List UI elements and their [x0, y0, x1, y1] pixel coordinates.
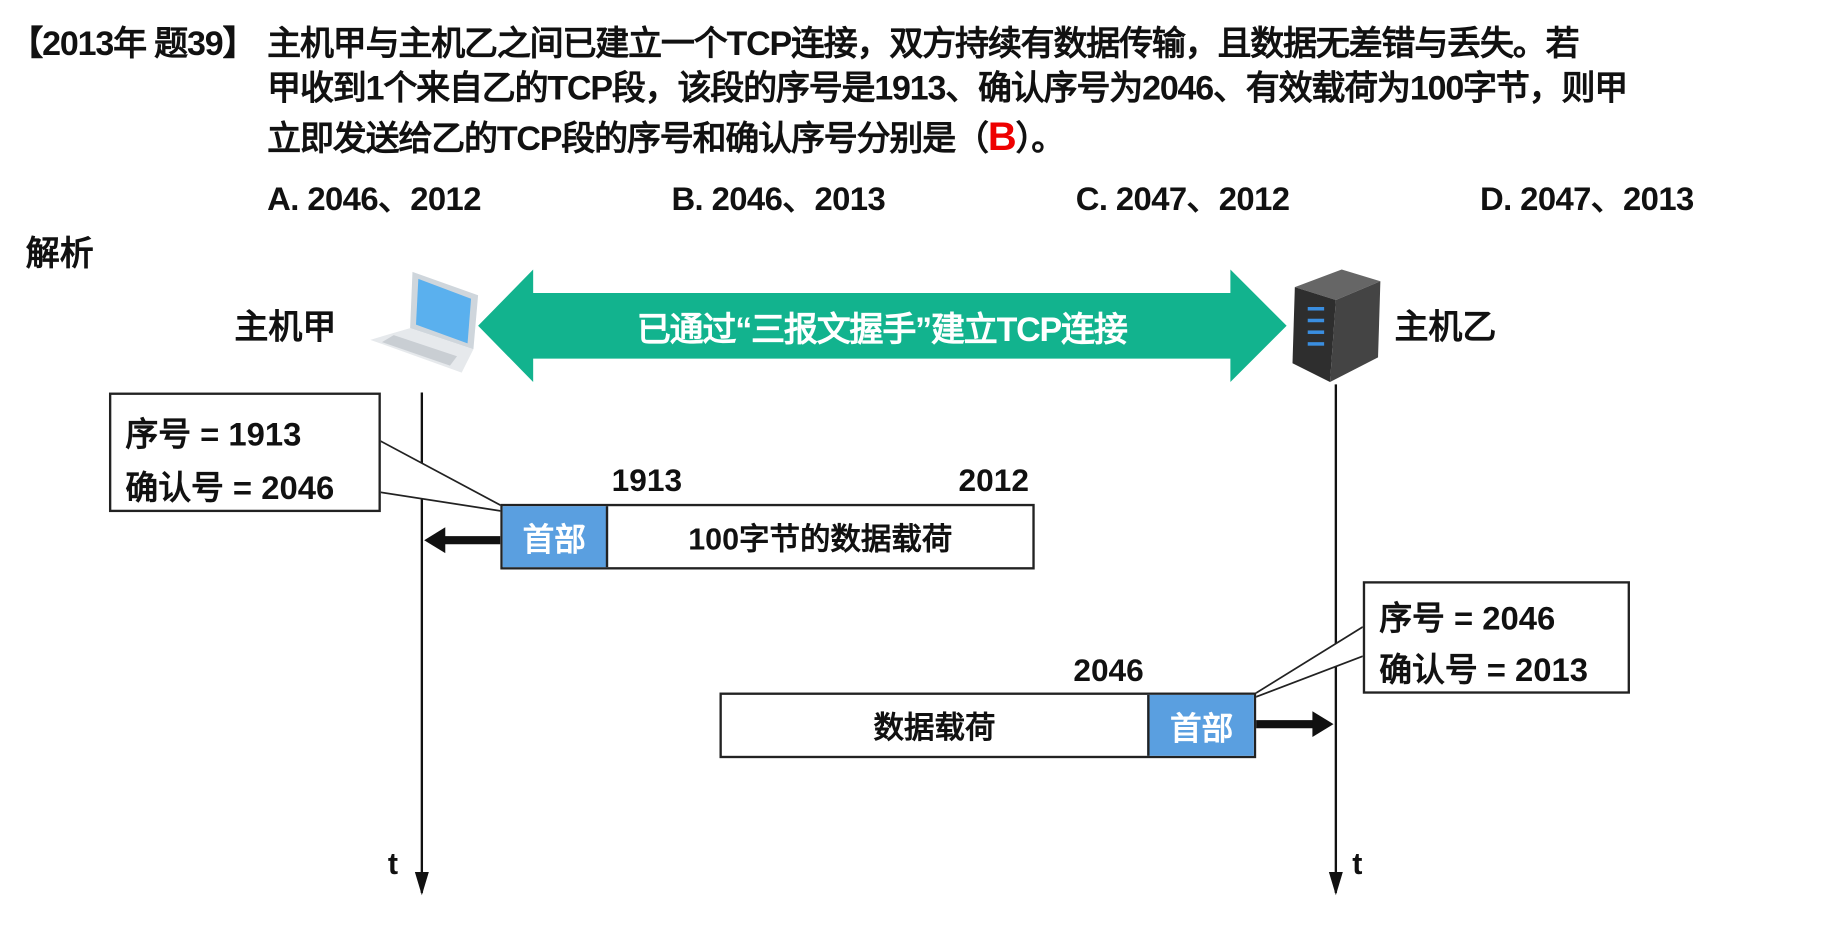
option-b: B. 2046、2013 [671, 180, 886, 217]
time-label-b: t [1352, 846, 1363, 882]
segment-2-ack: 确认号 = 2013 [1379, 651, 1589, 688]
handshake-double-arrow [478, 269, 1287, 383]
host-b-label: 主机乙 [1394, 309, 1497, 347]
option-d: D. 2047、2013 [1479, 180, 1694, 217]
option-c: C. 2047、2012 [1075, 180, 1290, 217]
segment-2: 数据载荷 首部 [719, 692, 1257, 759]
laptop-icon [370, 271, 479, 373]
time-label-a: t [387, 846, 399, 882]
callout-1-pointer [379, 439, 517, 515]
question-tag: 【2013年 题39】 [9, 25, 256, 64]
handshake-label: 已通过“三报文握手”建立TCP连接 [636, 311, 1128, 350]
analysis-heading: 解析 [25, 235, 94, 274]
question-line-3-pre: 立即发送给乙的TCP段的序号和确认序号分别是（ [267, 120, 989, 159]
question-line-3-post: ）。 [1015, 120, 1065, 159]
segment-2-header: 首部 [1147, 694, 1254, 756]
segment-1-seq: 序号 = 1913 [125, 415, 302, 453]
question-line-1: 主机甲与主机乙之间已建立一个TCP连接，双方持续有数据传输，且数据无差错与丢失。… [267, 25, 1579, 64]
answer-mark: B [987, 114, 1017, 160]
callout-2-pointer [1239, 626, 1364, 704]
segment-1-ack: 确认号 = 2046 [125, 469, 335, 507]
segment-2-seq: 序号 = 2046 [1379, 599, 1556, 637]
host-a-label: 主机甲 [234, 309, 337, 347]
question-line-3: 立即发送给乙的TCP段的序号和确认序号分别是（B）。 [267, 114, 1065, 163]
server-icon [1292, 269, 1381, 383]
segment-2-payload: 数据载荷 [873, 709, 996, 745]
segment-1-payload: 100字节的数据载荷 [688, 520, 953, 557]
question-line-2: 甲收到1个来自乙的TCP段，该段的序号是1913、确认序号为2046、有效载荷为… [267, 70, 1628, 108]
segment-2-start-seq: 2046 [1073, 652, 1144, 688]
segment-1-callout: 序号 = 1913 确认号 = 2046 [108, 392, 381, 513]
segment-1-start-seq: 1913 [611, 462, 683, 499]
segment-2-callout: 序号 = 2046 确认号 = 2013 [1362, 581, 1630, 694]
segment-1-end-seq: 2012 [958, 462, 1029, 499]
segment-1: 首部 100字节的数据载荷 [500, 503, 1035, 570]
segment-1-header: 首部 [502, 506, 609, 568]
option-a: A. 2046、2012 [267, 180, 481, 217]
